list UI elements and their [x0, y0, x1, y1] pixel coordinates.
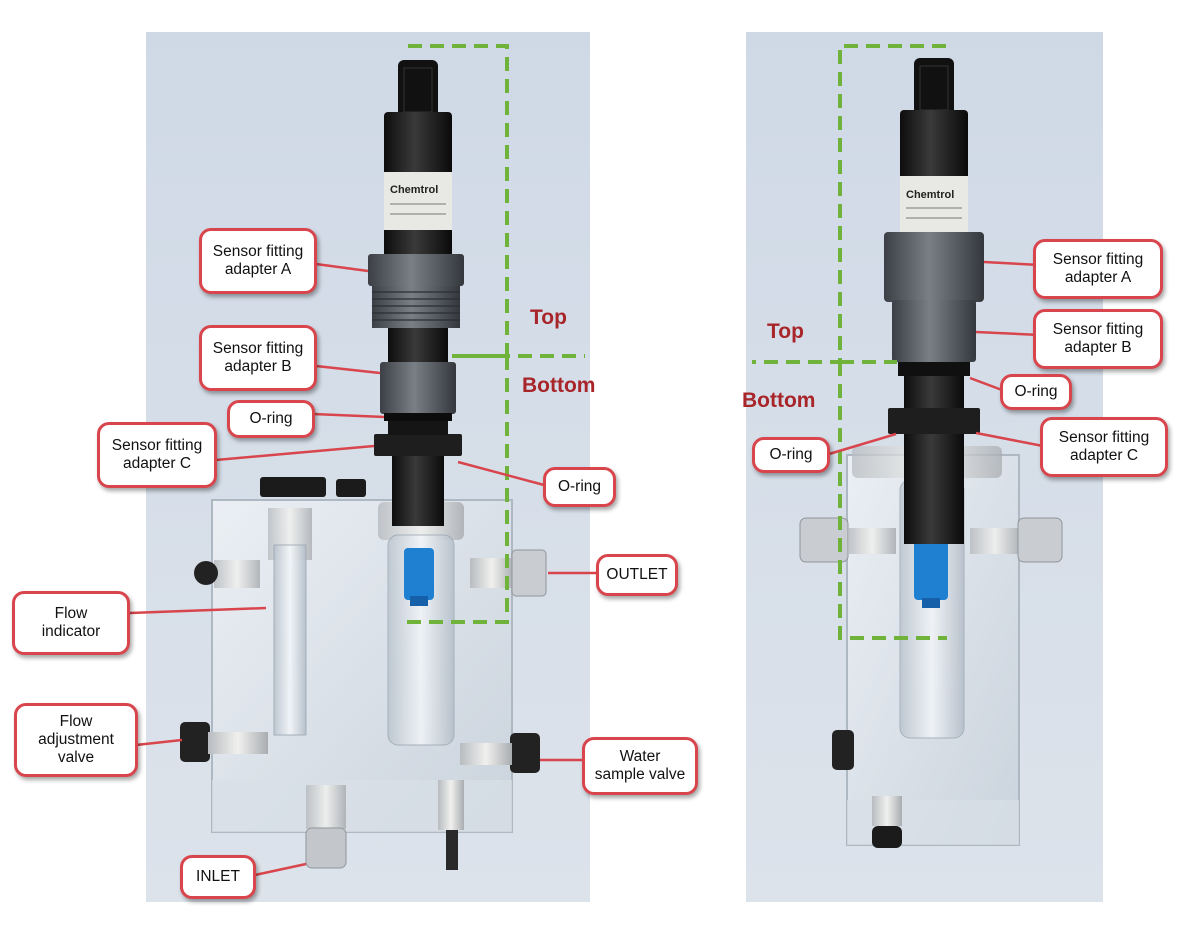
- right-bottom-zone-line: [838, 362, 947, 640]
- left-bottom-zone-line-2: [404, 356, 509, 624]
- left-assembly: Chemtrol: [180, 60, 547, 870]
- callout-o-ring-lower-right: O-ring: [752, 437, 830, 473]
- zone-label-top-right: Top: [767, 320, 804, 343]
- callout-o-ring-lower-left: O-ring: [543, 467, 616, 507]
- callout-flow-adjustment-valve: Flow adjustment valve: [14, 703, 138, 777]
- zone-dividers: [404, 44, 947, 640]
- zone-label-bottom-right: Bottom: [742, 389, 816, 412]
- callout-sensor-fitting-adapter-b-left: Sensor fitting adapter B: [199, 325, 317, 391]
- callout-water-sample-valve: Water sample valve: [582, 737, 698, 795]
- callout-sensor-fitting-adapter-c-left: Sensor fitting adapter C: [97, 422, 217, 488]
- right-top-zone-line: [752, 44, 946, 364]
- callout-sensor-fitting-adapter-b-right: Sensor fitting adapter B: [1033, 309, 1163, 369]
- zone-label-bottom-left: Bottom: [522, 374, 596, 397]
- callout-outlet: OUTLET: [596, 554, 678, 596]
- callout-flow-indicator: Flow indicator: [12, 591, 130, 655]
- callout-sensor-fitting-adapter-c-right: Sensor fitting adapter C: [1040, 417, 1168, 477]
- left-top-zone-line: [408, 44, 509, 358]
- callout-inlet: INLET: [180, 855, 256, 899]
- callout-o-ring-upper-left: O-ring: [227, 400, 315, 438]
- callout-leaders: [129, 260, 1044, 877]
- right-sensor-brand: Chemtrol: [906, 189, 954, 201]
- callout-sensor-fitting-adapter-a-right: Sensor fitting adapter A: [1033, 239, 1163, 299]
- zone-label-top-left: Top: [530, 306, 567, 329]
- right-assembly: Chemtrol: [799, 58, 1063, 848]
- left-sensor-brand: Chemtrol: [390, 184, 438, 196]
- callout-o-ring-upper-right: O-ring: [1000, 374, 1072, 410]
- callout-sensor-fitting-adapter-a-left: Sensor fitting adapter A: [199, 228, 317, 294]
